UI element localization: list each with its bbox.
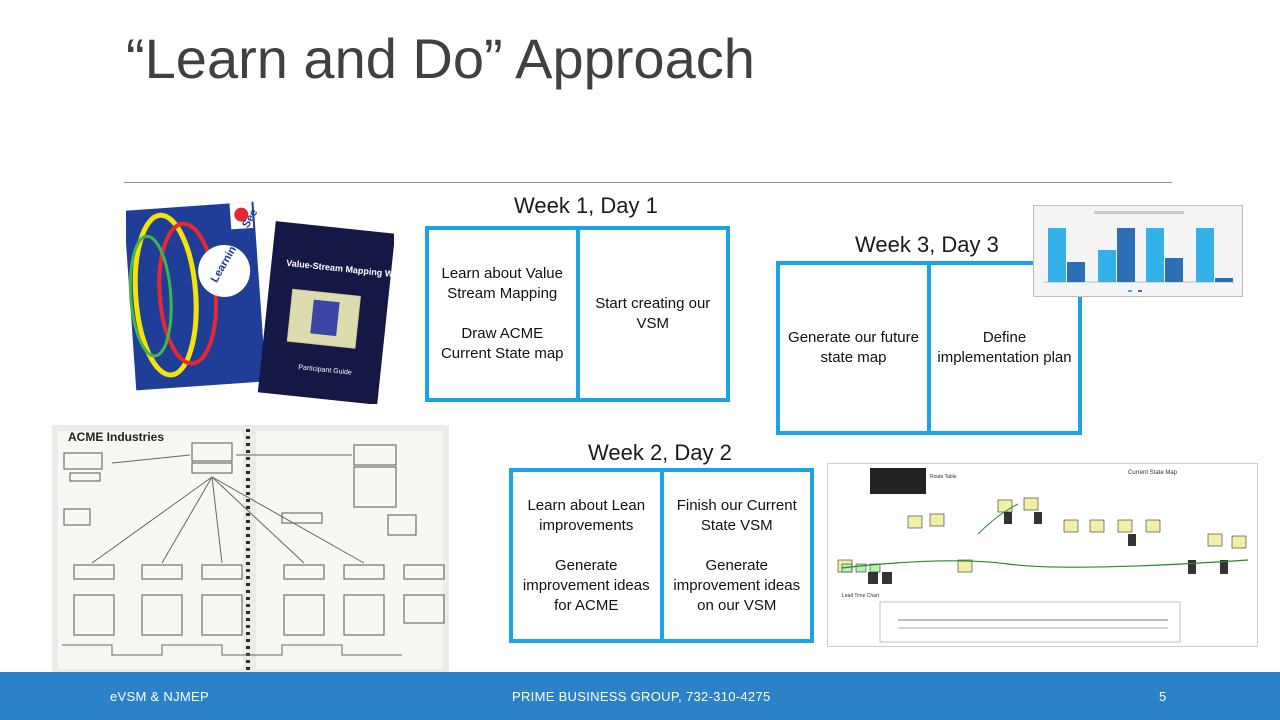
page-number: 5 [1159,689,1167,704]
acme-current-state-map-photo: ACME Industries [52,425,449,673]
improvement-chart-thumbnail [1033,205,1243,297]
week2-right-cell: Finish our Current State VSM Generate im… [659,472,811,639]
books-photo: Learning to See Value-Stream Mapping Wor… [126,198,394,404]
evsm-current-state-map-screenshot: Current State Map Route Table Lead Time … [827,463,1258,647]
improvement-chart-image [1034,206,1242,296]
week1-left-cell: Learn about Value Stream Mapping Draw AC… [440,265,564,362]
books-image: Learning to See Value-Stream Mapping Wor… [126,198,394,404]
title-divider [124,182,1172,183]
week3-right-cell: Define implementation plan [927,265,1078,431]
footer-bar: eVSM & NJMEP PRIME BUSINESS GROUP, 732-3… [0,672,1280,720]
footer-left-text: eVSM & NJMEP [110,689,209,704]
week2-left-cell: Learn about Lean improvements Generate i… [522,496,650,614]
evsm-lead-time-label: Lead Time Chart [842,593,880,599]
week1-box: Learn about Value Stream Mapping Draw AC… [425,226,730,402]
evsm-map-title: Current State Map [1128,470,1178,476]
week3-label: Week 3, Day 3 [855,232,999,257]
week2-label: Week 2, Day 2 [588,440,732,465]
week2-box: Learn about Lean improvements Generate i… [509,468,814,643]
evsm-map-image: Current State Map Route Table Lead Time … [828,464,1257,646]
acme-map-image: ACME Industries [52,425,449,673]
footer-center-text: PRIME BUSINESS GROUP, 732-310-4275 [512,689,771,704]
slide-title: “Learn and Do” Approach [126,27,755,90]
week3-box: Generate our future state map Define imp… [776,261,1082,435]
acme-map-title: ACME Industries [68,430,164,444]
evsm-route-table-label: Route Table [930,474,957,480]
week1-right-cell: Start creating our VSM [575,230,727,398]
week1-label: Week 1, Day 1 [514,193,658,218]
week3-left-cell: Generate our future state map [788,329,919,366]
